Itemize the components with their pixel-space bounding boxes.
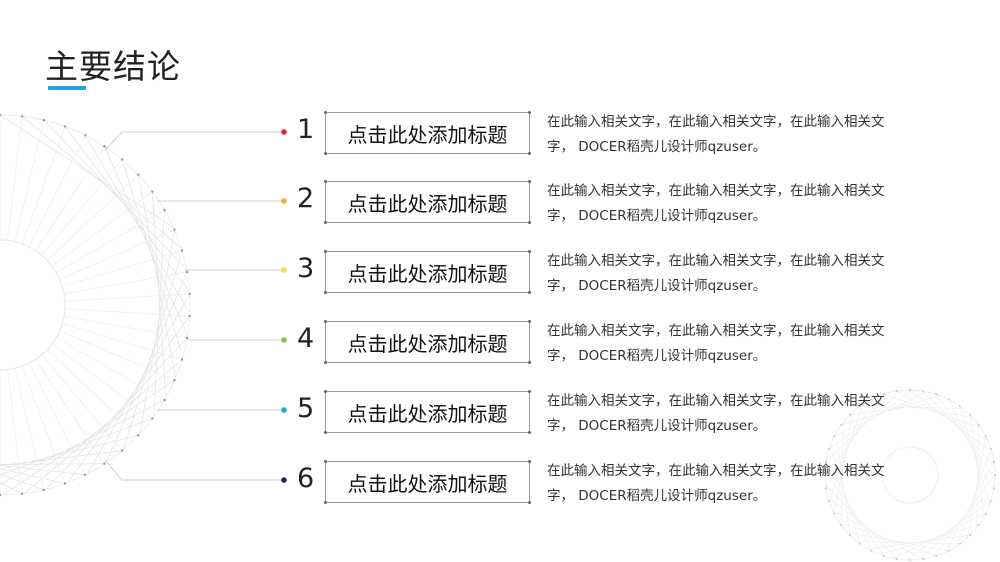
item-title: 点击此处添加标题: [347, 471, 508, 496]
conclusion-item: 2 点击此处添加标题 在此输入相关文字，在此输入相关文字，在此输入相关文字， D…: [0, 179, 1000, 229]
item-marker-dot: [281, 407, 287, 413]
conclusion-item: 4 点击此处添加标题 在此输入相关文字，在此输入相关文字，在此输入相关文字， D…: [0, 319, 1000, 369]
item-title: 点击此处添加标题: [347, 122, 508, 147]
item-title-box[interactable]: 点击此处添加标题: [324, 320, 531, 364]
item-title-box[interactable]: 点击此处添加标题: [324, 390, 531, 434]
item-number: 5: [297, 393, 315, 424]
conclusion-item: 5 点击此处添加标题 在此输入相关文字，在此输入相关文字，在此输入相关文字， D…: [0, 389, 1000, 439]
item-description[interactable]: 在此输入相关文字，在此输入相关文字，在此输入相关文字， DOCER稻壳儿设计师q…: [547, 463, 885, 504]
item-marker-dot: [281, 477, 287, 483]
item-description[interactable]: 在此输入相关文字，在此输入相关文字，在此输入相关文字， DOCER稻壳儿设计师q…: [547, 323, 885, 364]
conclusion-item: 1 点击此处添加标题 在此输入相关文字，在此输入相关文字，在此输入相关文字， D…: [0, 110, 1000, 160]
item-number: 3: [297, 253, 315, 284]
item-marker-dot: [281, 129, 287, 135]
item-number: 4: [297, 323, 315, 354]
item-description[interactable]: 在此输入相关文字，在此输入相关文字，在此输入相关文字， DOCER稻壳儿设计师q…: [547, 253, 885, 294]
item-description[interactable]: 在此输入相关文字，在此输入相关文字，在此输入相关文字， DOCER稻壳儿设计师q…: [547, 183, 885, 224]
conclusion-item: 6 点击此处添加标题 在此输入相关文字，在此输入相关文字，在此输入相关文字， D…: [0, 459, 1000, 509]
item-title-box[interactable]: 点击此处添加标题: [324, 250, 531, 294]
item-marker-dot: [281, 337, 287, 343]
left-circle-web-graphic: [0, 113, 191, 497]
conclusion-item: 3 点击此处添加标题 在此输入相关文字，在此输入相关文字，在此输入相关文字， D…: [0, 249, 1000, 299]
item-title-box[interactable]: 点击此处添加标题: [324, 460, 531, 504]
item-description[interactable]: 在此输入相关文字，在此输入相关文字，在此输入相关文字， DOCER稻壳儿设计师q…: [547, 393, 885, 434]
item-marker-dot: [281, 198, 287, 204]
item-title: 点击此处添加标题: [347, 191, 508, 216]
item-number: 1: [297, 114, 315, 145]
connector-lines: [104, 129, 287, 483]
item-number: 6: [297, 463, 315, 494]
item-title-box[interactable]: 点击此处添加标题: [324, 180, 531, 224]
right-circle-web-graphic: [824, 389, 996, 561]
item-marker-dot: [281, 267, 287, 273]
item-title: 点击此处添加标题: [347, 401, 508, 426]
item-number: 2: [297, 183, 315, 214]
title-underline: [48, 86, 86, 90]
item-title: 点击此处添加标题: [347, 331, 508, 356]
item-title: 点击此处添加标题: [347, 261, 508, 286]
item-description[interactable]: 在此输入相关文字，在此输入相关文字，在此输入相关文字， DOCER稻壳儿设计师q…: [547, 114, 885, 155]
item-title-box[interactable]: 点击此处添加标题: [324, 111, 531, 155]
page-title: 主要结论: [45, 47, 181, 86]
